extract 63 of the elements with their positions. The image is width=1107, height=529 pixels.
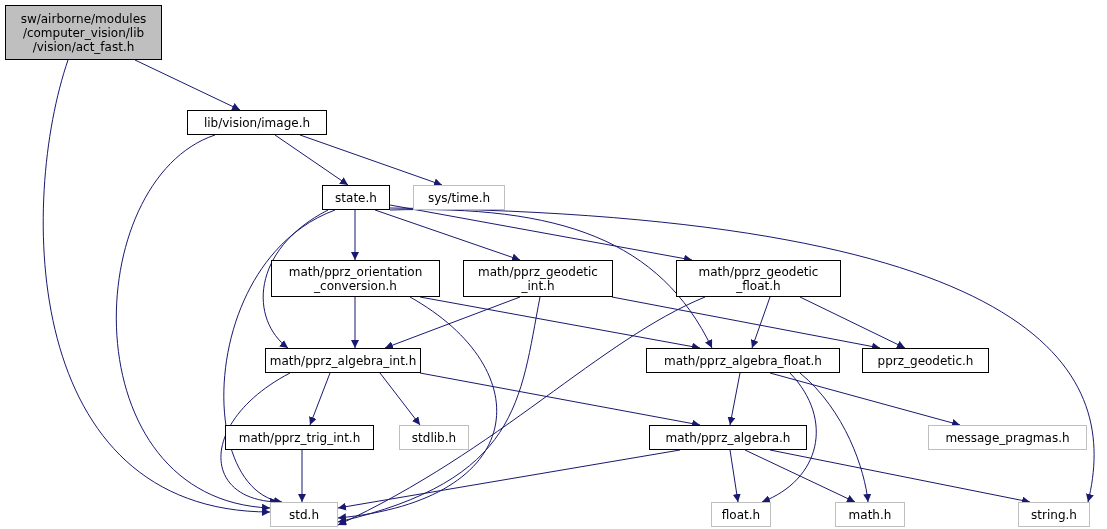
file-path: state.h: [335, 190, 377, 205]
header-file-box: [225, 425, 374, 450]
header-file-box: [271, 260, 440, 297]
header-file-box: [322, 185, 390, 210]
include-arrow: [379, 372, 421, 426]
include-arrow: [799, 372, 871, 503]
header-file-box: [265, 348, 421, 373]
include-arrow: [729, 449, 741, 503]
include-arrow: [351, 296, 359, 349]
include-arrow: [384, 296, 521, 349]
include-arrow: [337, 296, 706, 526]
include-arrow: [43, 59, 271, 516]
file-path: message_pragmas.h: [945, 430, 1070, 445]
include-arrow: [298, 449, 306, 503]
file-path: math.h: [848, 507, 892, 522]
header-file-box: [463, 260, 613, 297]
header-file-box: [270, 502, 338, 527]
file-path: math/pprz_orientation _conversion.h: [287, 264, 424, 293]
header-file-box: [1018, 502, 1090, 527]
include-arrow: [389, 209, 713, 349]
file-path: math/pprz_algebra_int.h: [269, 353, 417, 368]
header-file-box: [399, 425, 469, 450]
header-file-box: [5, 5, 162, 60]
file-path: sys/time.h: [427, 190, 491, 205]
header-file-box: [187, 110, 327, 135]
file-path: stdlib.h: [411, 430, 457, 445]
file-path: math/pprz_geodetic _int.h: [477, 264, 599, 293]
file-path: std.h: [289, 507, 319, 522]
include-arrow: [351, 209, 359, 261]
header-file-box: [676, 260, 841, 297]
header-file-box: [649, 425, 807, 450]
include-arrow: [389, 207, 1094, 503]
include-arrow: [134, 59, 241, 111]
file-path: string.h: [1031, 507, 1077, 522]
file-path: math/pprz_trig_int.h: [238, 430, 361, 445]
header-file-box: [835, 502, 905, 527]
include-arrow: [337, 296, 541, 524]
file-path: math/pprz_algebra.h: [665, 430, 791, 445]
include-arrow: [262, 209, 329, 349]
include-arrow: [309, 372, 331, 426]
include-arrow: [337, 296, 498, 521]
header-file-box: [862, 348, 989, 373]
header-file-box: [413, 185, 505, 210]
file-path: math/pprz_geodetic _float.h: [697, 264, 820, 293]
file-path: pprz_geodetic.h: [877, 353, 974, 368]
header-file-box: [711, 502, 771, 527]
include-arrow: [274, 134, 349, 186]
include-arrow: [744, 449, 856, 503]
include-arrow: [769, 372, 961, 427]
include-arrow: [727, 372, 741, 426]
file-path: sw/airborne/modules /computer_vision/lib /vision/act_fast.h: [19, 11, 148, 54]
include-arrow: [116, 134, 271, 511]
file-path: math/pprz_algebra_float.h: [664, 353, 822, 368]
file-path: lib/vision/image.h: [203, 115, 311, 130]
include-arrow: [750, 296, 771, 349]
include-arrow: [223, 209, 336, 503]
file-path: float.h: [721, 507, 761, 522]
include-arrow: [299, 134, 443, 187]
header-file-box: [928, 425, 1087, 450]
include-arrow: [799, 296, 906, 349]
header-file-box: [646, 348, 840, 373]
include-arrow: [761, 372, 817, 503]
include-arrow: [374, 209, 521, 262]
